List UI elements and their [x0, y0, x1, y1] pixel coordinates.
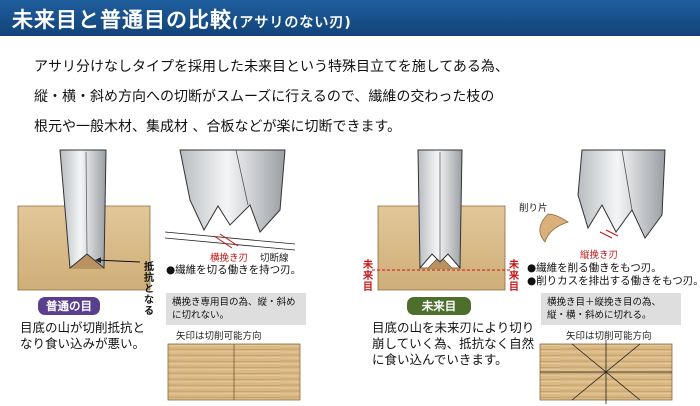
title-bar: 未来目と普通目の比較(アサリのない刃) — [0, 0, 700, 36]
left-saw-blade — [59, 149, 107, 270]
cutting-line-label: 切断線 — [260, 253, 289, 264]
right-arrow-note: 矢印は切削可能方向 — [566, 331, 652, 342]
right-caption-2: 崩していく為、抵抗なく自然 — [372, 336, 535, 351]
mirai-me-badge: 未来目 — [407, 297, 471, 315]
crosscut-tooth-closeup — [164, 149, 296, 251]
right-caption-3: に食い込んでいきます。 — [372, 352, 508, 367]
right-caption-1: 目底の山を未来刃により切り — [372, 320, 535, 335]
mirai-side-label-left: 未来目 — [363, 260, 373, 293]
mirai-tooth-closeup — [539, 149, 666, 243]
right-saw-blade — [417, 149, 463, 270]
right-grain-board — [539, 340, 673, 404]
resistance-label: 抵抗となる — [144, 262, 154, 317]
left-caption-2: なり食い込みが悪い。 — [20, 336, 146, 351]
wood-chip — [539, 213, 569, 243]
right-note: 横挽き目＋縦挽き目の為、縦・横・斜めに切れる。 — [541, 293, 681, 325]
left-caption-1: 目底の山が切削抵抗と — [20, 320, 146, 335]
futsu-me-badge: 普通の目 — [38, 297, 100, 315]
right-bullet-1: ●繊維を削る働きをもつ刃。 — [527, 262, 662, 274]
left-grain-board — [167, 343, 301, 401]
left-note: 横挽き専用目の為、縦・斜めに切れない。 — [166, 293, 306, 325]
right-bullet-2: ●削りカスを排出する働きをもつ刃。 — [527, 275, 700, 287]
page-title: 未来目と普通目の比較(アサリのない刃) — [12, 8, 352, 32]
resistance-arrow — [95, 257, 141, 264]
intro-line-3: 根元や一般木材、集成材 、合板などが楽に切断できます。 — [34, 119, 402, 135]
left-bullet: ●繊維を切る働きを持つ刃。 — [166, 264, 302, 276]
intro-line-2: 縦・横・斜め方向への切断がスムーズに行えるので、繊維の交わった枝の — [34, 89, 495, 105]
intro-line-1: アサリ分けなしタイプを採用した未来目という特殊目立てを施してある為、 — [34, 59, 509, 75]
page-subtitle: (アサリのない刃) — [232, 15, 352, 31]
mirai-side-label-right: 未来目 — [509, 260, 519, 293]
rip-blade-label: 縦挽き刃 — [580, 250, 619, 261]
left-arrow-note: 矢印は切削可能方向 — [176, 331, 262, 342]
chip-label: 削り片 — [519, 203, 548, 214]
crosscut-blade-label: 横挽き刃 — [210, 253, 249, 264]
